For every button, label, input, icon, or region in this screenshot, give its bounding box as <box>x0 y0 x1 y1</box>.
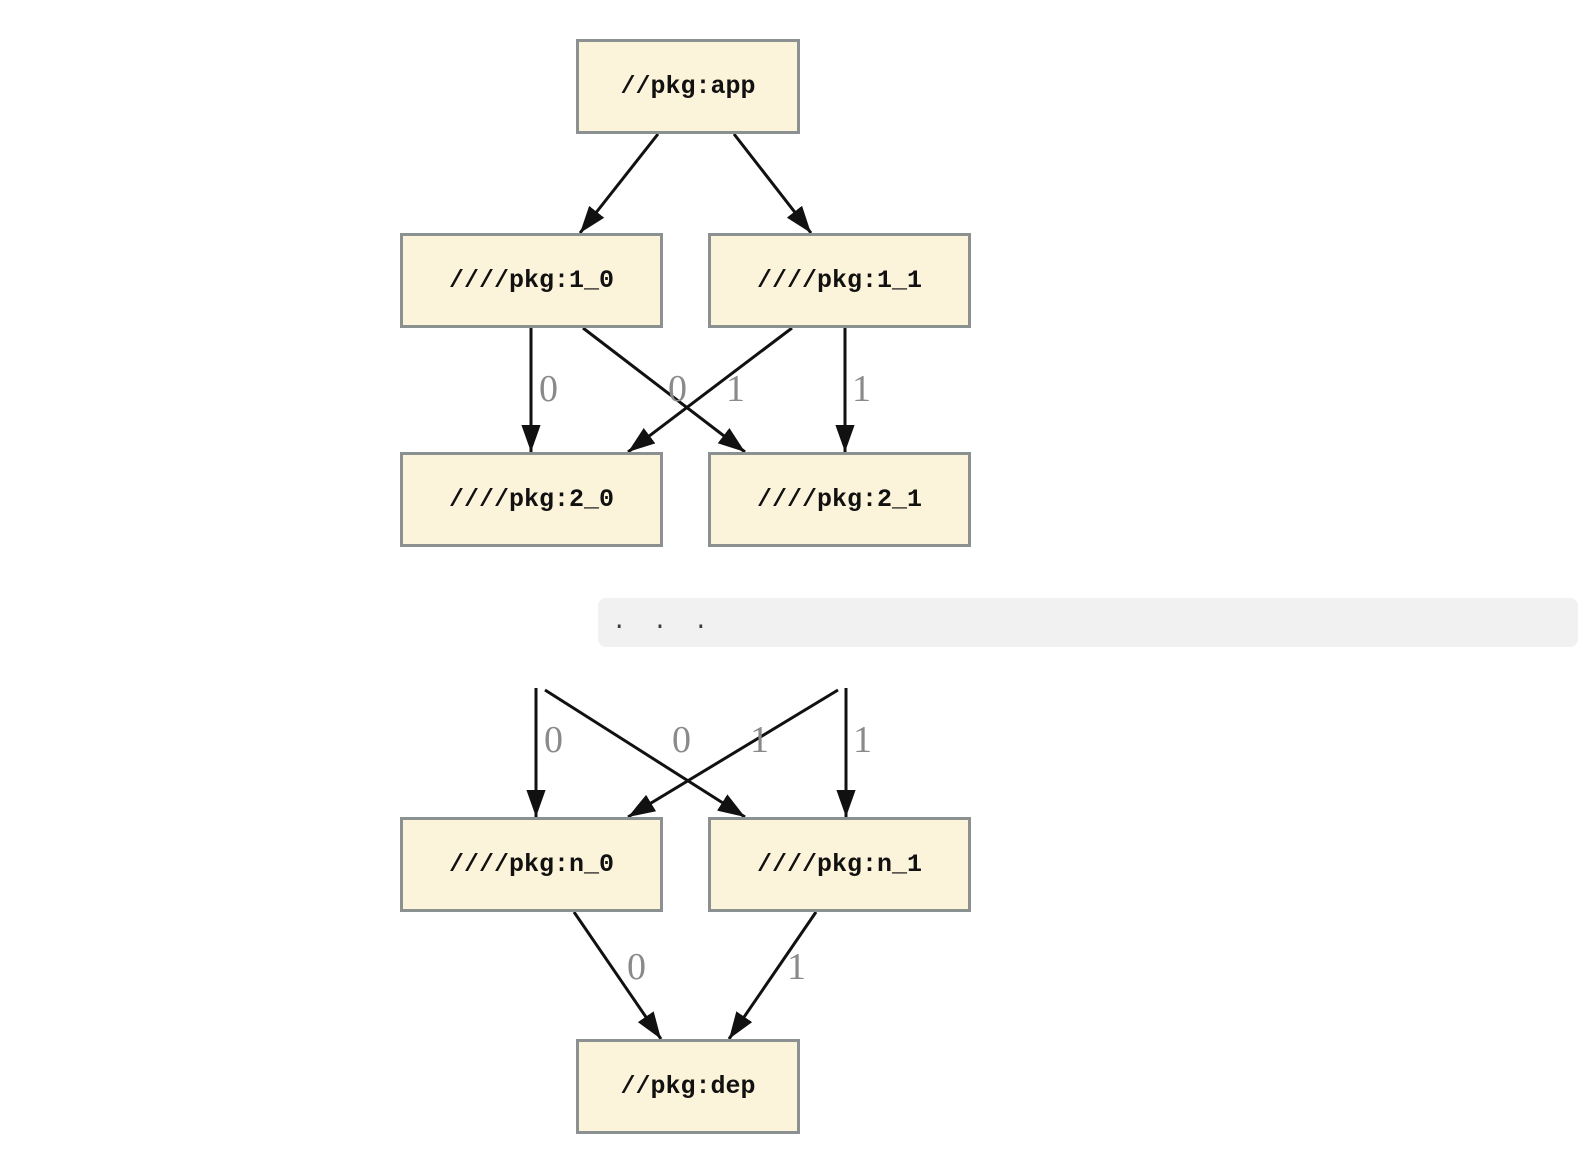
edge-label-1_0-2_1: 1 <box>726 368 745 410</box>
node-pkg-n_0-label: ////pkg:n_0 <box>448 850 615 879</box>
node-pkg-app: //pkg:app <box>576 39 800 134</box>
edge-label-1_1-2_1: 1 <box>852 368 871 410</box>
edge-1_0-2_1 <box>582 326 746 454</box>
edge-label-1_1-2_0: 0 <box>668 368 687 410</box>
edge-label-prev-n_0: 0 <box>544 719 563 761</box>
edge-label-prev-n_0-cross: 0 <box>672 719 691 761</box>
node-pkg-2_0: ////pkg:2_0 <box>400 452 663 547</box>
node-pkg-app-label: //pkg:app <box>620 72 756 101</box>
ellipsis-dots: . . . <box>612 609 715 636</box>
node-pkg-n_0: ////pkg:n_0 <box>400 817 663 912</box>
edge-label-1_0-2_0: 0 <box>539 368 558 410</box>
edge-label-prev-n_1: 1 <box>853 719 872 761</box>
edge-prev-n_0-cross <box>627 688 839 819</box>
node-pkg-2_0-label: ////pkg:2_0 <box>448 485 615 514</box>
ellipsis-separator: . . . <box>598 598 1578 647</box>
node-pkg-n_1-label: ////pkg:n_1 <box>756 850 923 879</box>
node-pkg-2_1-label: ////pkg:2_1 <box>756 485 923 514</box>
edge-label-prev-n_1-cross: 1 <box>750 719 769 761</box>
node-pkg-1_1: ////pkg:1_1 <box>708 233 971 328</box>
edge-n_0-dep <box>572 911 663 1040</box>
edge-prev-n_1-cross <box>544 688 746 819</box>
node-pkg-1_1-label: ////pkg:1_1 <box>756 266 923 295</box>
edge-app-1_0 <box>578 133 660 234</box>
node-pkg-2_1: ////pkg:2_1 <box>708 452 971 547</box>
edge-label-n_1-dep: 1 <box>787 946 806 988</box>
node-pkg-dep: //pkg:dep <box>576 1039 800 1134</box>
edge-1_1-2_0 <box>627 326 793 454</box>
node-pkg-1_0-label: ////pkg:1_0 <box>448 266 615 295</box>
node-pkg-n_1: ////pkg:n_1 <box>708 817 971 912</box>
node-pkg-dep-label: //pkg:dep <box>620 1072 756 1101</box>
edge-n_1-dep <box>727 911 818 1040</box>
edge-label-n_0-dep: 0 <box>627 946 646 988</box>
edge-app-1_1 <box>732 133 813 234</box>
node-pkg-1_0: ////pkg:1_0 <box>400 233 663 328</box>
